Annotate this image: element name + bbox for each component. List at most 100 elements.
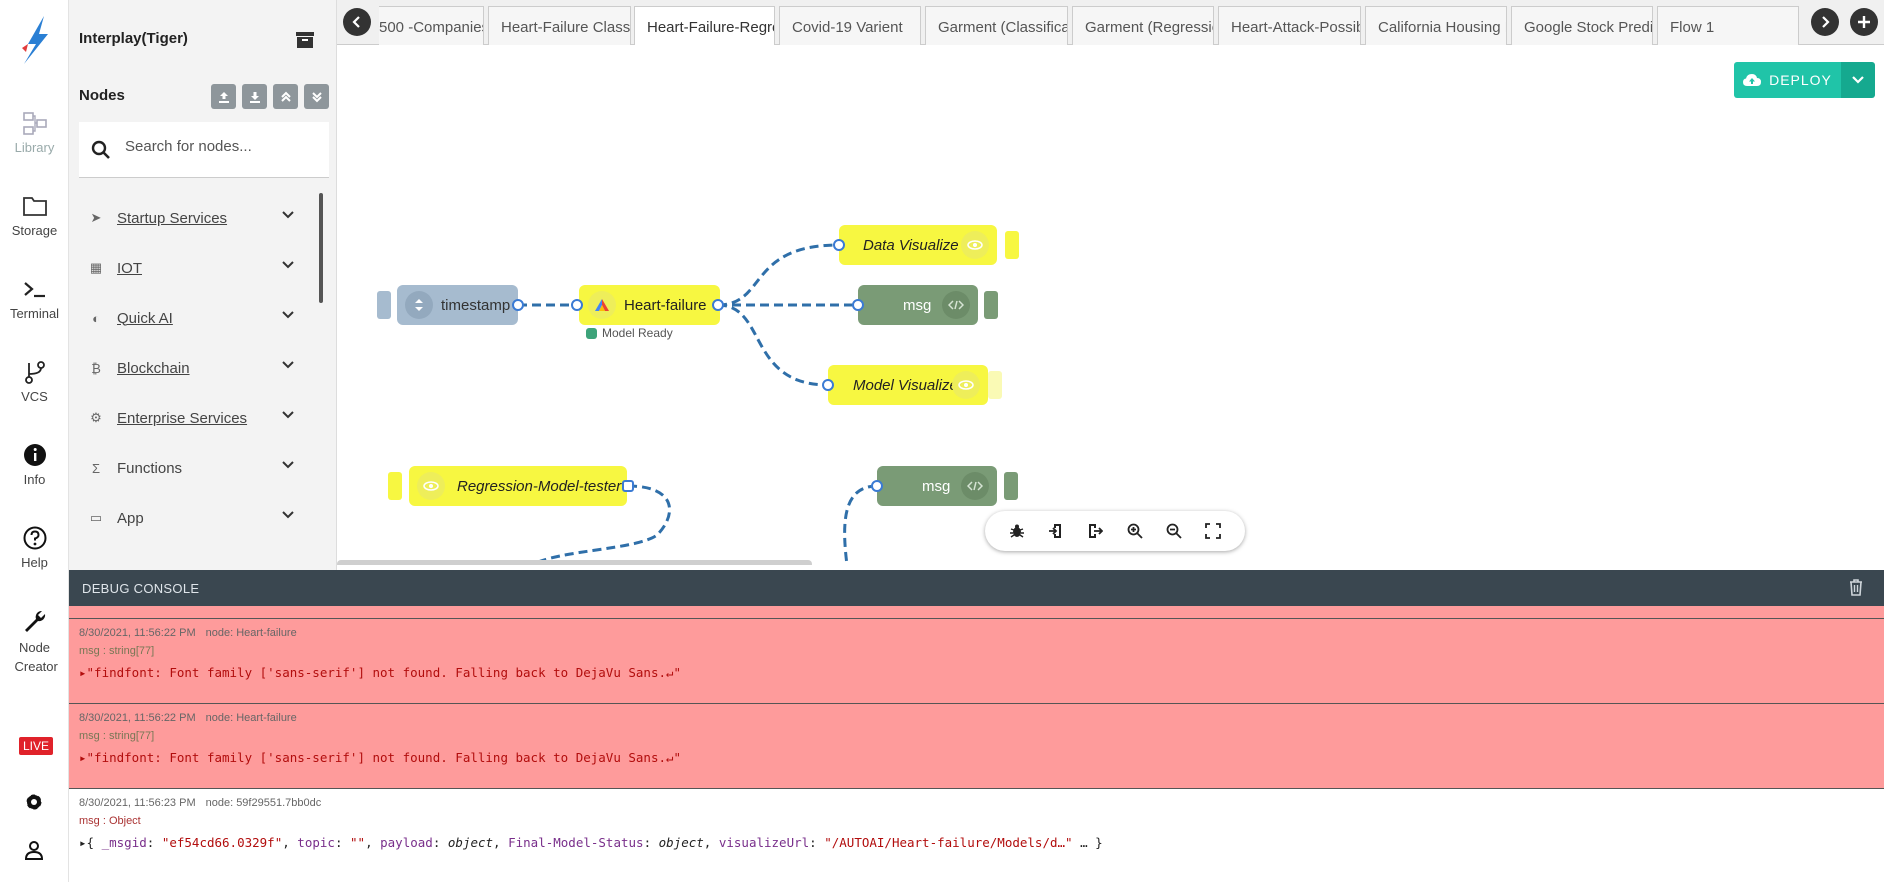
debug-node-link[interactable]: node: Heart-failure <box>205 712 297 724</box>
app-logo-icon[interactable] <box>14 14 54 66</box>
rail-info[interactable]: Info <box>0 442 69 487</box>
category-startup-services[interactable]: ➤Startup Services <box>79 193 301 243</box>
archive-icon[interactable] <box>293 28 317 52</box>
category-label: App <box>117 509 144 527</box>
node-timestamp-label: timestamp <box>441 296 511 314</box>
category-quick-ai[interactable]: ◐Quick AI <box>79 293 301 343</box>
port-heart-in[interactable] <box>571 299 583 311</box>
category-iot[interactable]: ▦IOT <box>79 243 301 293</box>
node-model-visualize-label: Model Visualize <box>853 376 958 394</box>
port-msg2-in[interactable] <box>871 480 883 492</box>
port-datavis-in[interactable] <box>833 239 845 251</box>
wire-msg2-in[interactable] <box>843 484 878 565</box>
expand-caret-icon[interactable]: ▸ <box>79 665 87 680</box>
canvas-hscrollbar[interactable] <box>337 560 812 565</box>
node-data-visualize[interactable]: Data Visualize <box>839 225 997 265</box>
rail-terminal[interactable]: Terminal <box>0 276 69 321</box>
export-icon[interactable] <box>1087 523 1104 539</box>
user-icon[interactable] <box>22 838 46 862</box>
debug-message-text[interactable]: ▸"findfont: Font family ['sans-serif'] n… <box>79 750 1874 765</box>
rail-storage[interactable]: Storage <box>0 193 69 238</box>
heart-status-text: Model Ready <box>602 326 673 340</box>
download-button[interactable] <box>242 84 267 109</box>
node-msg-1[interactable]: msg <box>858 285 978 325</box>
tab-flow-1[interactable]: Flow 1 <box>1657 6 1799 45</box>
deploy-menu-button[interactable] <box>1841 62 1875 98</box>
msg-1-toggle[interactable] <box>984 291 998 319</box>
collapse-all-button[interactable] <box>273 84 298 109</box>
rail-node-creator[interactable]: Node Creator <box>0 608 69 676</box>
import-icon[interactable] <box>1048 523 1064 539</box>
tabs-scroll-left-button[interactable] <box>343 8 371 36</box>
flow-canvas[interactable]: DEPLOY timestamp Heart-failure <box>337 45 1884 565</box>
rail-info-label: Info <box>23 472 46 487</box>
category-app[interactable]: ▭App <box>79 493 301 543</box>
zoom-out-icon[interactable] <box>1166 523 1182 539</box>
tab-500-companies[interactable]: 500 -Companies <box>379 6 484 45</box>
expand-all-button[interactable] <box>304 84 329 109</box>
wire-heart-modelvis[interactable] <box>717 303 829 387</box>
bug-icon[interactable] <box>1009 523 1025 539</box>
node-search-input[interactable] <box>125 138 315 155</box>
chevron-down-icon <box>282 411 294 419</box>
msg-2-toggle[interactable] <box>1004 472 1018 500</box>
left-rail: Library Storage Terminal VCS Info Help N… <box>0 0 69 882</box>
rail-help[interactable]: Help <box>0 525 69 570</box>
node-timestamp[interactable]: timestamp <box>397 285 518 325</box>
model-visualize-toggle[interactable] <box>988 371 1002 399</box>
rail-library[interactable]: Library <box>0 110 69 155</box>
palette-scrollbar[interactable] <box>319 193 323 303</box>
category-blockchain[interactable]: ₿Blockchain <box>79 343 301 393</box>
zoom-in-icon[interactable] <box>1127 523 1143 539</box>
node-msg-2[interactable]: msg <box>877 466 997 506</box>
port-modelvis-in[interactable] <box>822 379 834 391</box>
category-list: ➤Startup Services ▦IOT ◐Quick AI ₿Blockc… <box>79 193 301 543</box>
tab-garment-classification[interactable]: Garment (Classificati <box>925 6 1068 45</box>
category-enterprise-services[interactable]: ⚙Enterprise Services <box>79 393 301 443</box>
tab-heart-failure-classification[interactable]: Heart-Failure Classifi <box>488 6 631 45</box>
port-heart-out[interactable] <box>712 299 724 311</box>
tab-google-stock-prediction[interactable]: Google Stock Predict <box>1511 6 1653 45</box>
node-model-visualize[interactable]: Model Visualize <box>828 365 988 405</box>
expand-caret-icon[interactable]: ▸ <box>79 835 87 850</box>
tabs-scroll-right-button[interactable] <box>1811 8 1839 36</box>
trash-icon[interactable] <box>1848 578 1864 596</box>
debug-meta: 8/30/2021, 11:56:22 PM node: Heart-failur… <box>79 627 1874 639</box>
debug-message-text[interactable]: ▸"findfont: Font family ['sans-serif'] n… <box>79 665 1874 680</box>
tab-california-housing[interactable]: California Housing P <box>1365 6 1507 45</box>
wrench-icon <box>24 610 45 632</box>
wire-tester-out[interactable] <box>531 484 671 565</box>
fullscreen-icon[interactable] <box>1205 523 1222 539</box>
settings-gear-icon[interactable] <box>21 789 47 815</box>
debug-timestamp: 8/30/2021, 11:56:22 PM <box>79 627 196 639</box>
add-flow-button[interactable] <box>1850 8 1878 36</box>
category-label: Blockchain <box>117 359 190 377</box>
tab-heart-attack-possibility[interactable]: Heart-Attack-Possibi <box>1218 6 1361 45</box>
deploy-button[interactable]: DEPLOY <box>1734 62 1841 98</box>
debug-message-row[interactable]: 8/30/2021, 11:56:22 PM node: Heart-failur… <box>69 619 1884 704</box>
port-timestamp-out[interactable] <box>512 299 524 311</box>
tab-covid-19-varient[interactable]: Covid-19 Varient <box>779 6 921 45</box>
double-chevron-down-icon <box>311 91 322 102</box>
port-msg1-in[interactable] <box>852 299 864 311</box>
expand-caret-icon[interactable]: ▸ <box>79 750 87 765</box>
timestamp-inject-button[interactable] <box>377 291 391 319</box>
category-label: Functions <box>117 459 183 477</box>
rail-vcs[interactable]: VCS <box>0 359 69 404</box>
node-heart-failure[interactable]: Heart-failure <box>579 285 720 325</box>
debug-node-link[interactable]: node: Heart-failure <box>205 627 297 639</box>
debug-object-value[interactable]: ▸{ _msgid: "ef54cd66.0329f", topic: "", … <box>79 835 1103 850</box>
data-visualize-toggle[interactable] <box>1005 231 1019 259</box>
node-regression-model-tester[interactable]: Regression-Model-tester <box>409 466 627 506</box>
tab-garment-regression[interactable]: Garment (Regression <box>1072 6 1214 45</box>
port-tester-out[interactable] <box>622 480 634 492</box>
wire-heart-datavis[interactable] <box>717 243 840 307</box>
download-icon <box>249 91 260 103</box>
debug-node-link[interactable]: node: 59f29551.7bb0dc <box>205 797 322 809</box>
tab-heart-failure-regression[interactable]: Heart-Failure-Regres <box>634 6 775 46</box>
tester-inject-button[interactable] <box>388 472 402 500</box>
upload-button[interactable] <box>211 84 236 109</box>
